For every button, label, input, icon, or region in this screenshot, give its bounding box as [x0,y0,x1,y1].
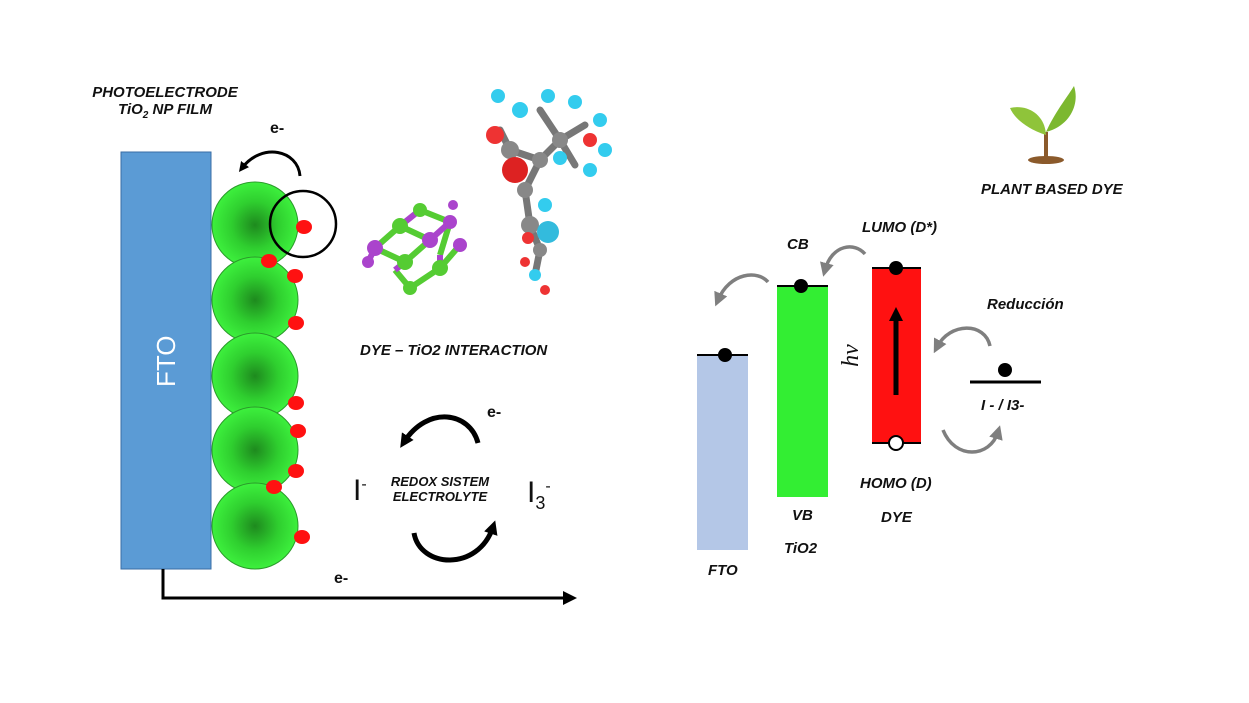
fto-electrode-label: FTO [151,335,181,387]
dye-molecule-structure [486,89,612,295]
dye-dot [296,220,312,234]
redox-electron [998,363,1012,377]
dye-dot [287,269,303,283]
tio2-cluster-molecule [362,200,467,295]
lumo-electron [889,261,903,275]
dye-dot [288,464,304,478]
lumo-label: LUMO (D*) [862,219,937,236]
cb-label: CB [787,236,809,253]
dye-dot [294,530,310,544]
plant-icon [1010,86,1076,164]
tio2-sphere [211,482,299,570]
hv-label: hv [837,344,864,367]
tio2-band [777,286,828,497]
fto-band [697,355,748,550]
reduction-arrow [933,326,992,354]
regeneration-arrow [941,425,1003,454]
tio2-sphere [211,406,299,494]
electron-label-bottom: e- [334,570,349,587]
tio2-sphere [211,256,299,344]
dye-dot [290,424,306,438]
plant-based-dye-label: PLANT BASED DYE [981,181,1123,198]
photoelectrode-title: PHOTOELECTRODE TiO2 NP FILM [85,84,245,121]
photoelectrode-line2: TiO2 NP FILM [118,101,212,121]
dye-tio2-interaction-label: DYE – TiO2 INTERACTION [360,342,548,359]
reduccion-label: Reducción [987,296,1064,313]
redox-couple-label: I - / I3- [981,397,1025,414]
dye-label: DYE [881,509,912,526]
highlight-circle [268,189,338,259]
electron-injection-arrow [238,150,302,177]
dye-molecules [261,220,312,544]
photoelectrode-line1: PHOTOELECTRODE [92,84,238,101]
redox-system-label: REDOX SISTEM ELECTROLYTE [380,474,500,504]
dye-to-tio2-arrow [820,245,867,277]
external-circuit-arrow [161,569,577,605]
fto-electrode [120,151,212,570]
electron-label-top: e- [270,120,285,137]
iodide-label: I- [353,474,367,507]
dye-dot [288,396,304,410]
redox-cycle-arrow-top [400,414,481,448]
vb-label: VB [792,507,813,524]
tio2-to-fto-arrow [714,273,770,307]
tio2-sphere [211,332,299,420]
homo-hole [888,435,904,451]
redox-line2: ELECTROLYTE [392,489,488,504]
dye-dot [261,254,277,268]
redox-cycle-arrow-bottom [411,520,498,563]
redox-line1: REDOX SISTEM [390,474,490,489]
tio2-label: TiO2 [784,540,818,557]
electron-label-redox: e- [487,404,502,421]
dye-dot [288,316,304,330]
tio2-electron [794,279,808,293]
fto-band-label: FTO [708,562,738,579]
dye-dot [266,480,282,494]
fto-electron [718,348,732,362]
triiodide-label: I3- [527,476,551,513]
homo-label: HOMO (D) [860,475,932,492]
